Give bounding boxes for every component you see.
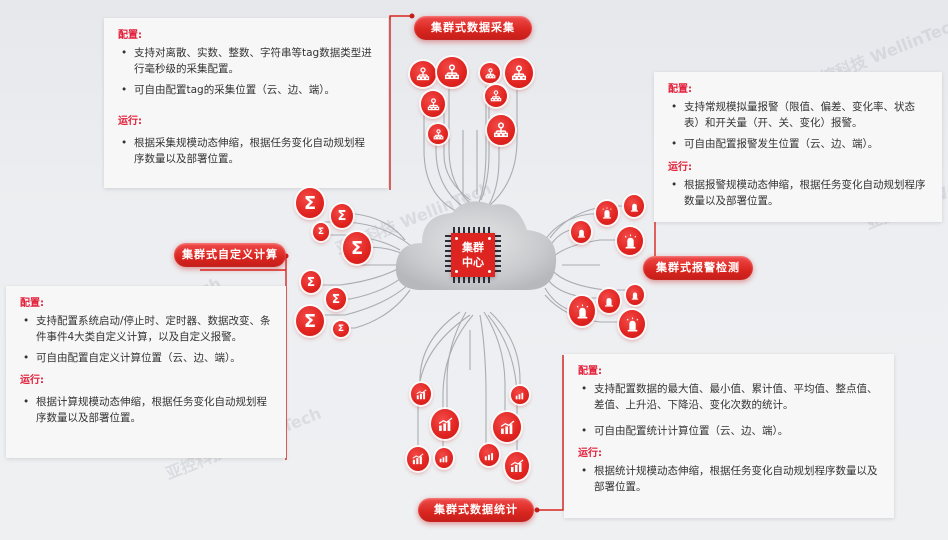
config-item: 可自由配置tag的采集位置（云、边、端）。 bbox=[118, 82, 374, 98]
hierarchy-icon[interactable] bbox=[421, 91, 445, 117]
bar-chart-trend-icon[interactable] bbox=[407, 447, 429, 471]
statistics-module-title[interactable]: 集群式数据统计 bbox=[418, 498, 534, 522]
config-item: 可自由配置报警发生位置（云、边、端）。 bbox=[668, 136, 928, 152]
sigma-icon[interactable]: Σ bbox=[313, 223, 329, 241]
chip-pins bbox=[445, 227, 501, 283]
alarm-siren-icon[interactable] bbox=[596, 201, 618, 225]
collection-module-title[interactable]: 集群式数据采集 bbox=[414, 16, 532, 40]
run-label: 运行: bbox=[668, 162, 692, 173]
config-item: 支持常规模拟量报警（限值、偏差、变化率、状态表）和开关量（开、关、变化）报警。 bbox=[668, 99, 928, 131]
config-label: 配置: bbox=[668, 84, 692, 95]
alarm-module-title[interactable]: 集群式报警检测 bbox=[643, 256, 753, 280]
center-label-line1: 集群 bbox=[462, 241, 484, 254]
config-item: 可自由配置自定义计算位置（云、边、端）。 bbox=[20, 350, 272, 366]
run-item: 根据报警规模动态伸缩，根据任务变化自动规划程序数量以及部署位置。 bbox=[668, 177, 928, 209]
hierarchy-icon[interactable] bbox=[487, 115, 515, 145]
bar-chart-trend-icon[interactable] bbox=[505, 452, 529, 480]
statistics-info-card: 配置: 支持配置数据的最大值、最小值、累计值、平均值、整点值、差值、上升沿、下降… bbox=[564, 354, 894, 518]
sigma-icon[interactable]: Σ bbox=[326, 288, 346, 310]
run-label: 运行: bbox=[578, 448, 602, 459]
sigma-icon[interactable]: Σ bbox=[296, 306, 324, 336]
config-list: 支持配置系统启动/停止时、定时器、数据改变、条件事件4大类自定义计算，以及自定义… bbox=[20, 313, 272, 366]
config-label: 配置: bbox=[578, 366, 602, 377]
run-item: 根据计算规模动态伸缩，根据任务变化自动规划程序数量以及部署位置。 bbox=[20, 394, 272, 426]
config-list: 支持配置数据的最大值、最小值、累计值、平均值、整点值、差值、上升沿、下降沿、变化… bbox=[578, 381, 880, 439]
alarm-siren-icon[interactable] bbox=[598, 289, 620, 313]
alarm-siren-icon[interactable] bbox=[569, 296, 595, 326]
sigma-icon[interactable]: Σ bbox=[333, 321, 349, 337]
config-label: 配置: bbox=[20, 298, 44, 309]
bar-chart-trend-icon[interactable] bbox=[435, 448, 453, 468]
collection-info-card: 配置: 支持对离散、实数、整数、字符串等tag数据类型进行毫秒级的采集配置。 可… bbox=[104, 18, 388, 188]
center-label-line2: 中心 bbox=[462, 256, 484, 269]
config-item: 支持配置系统启动/停止时、定时器、数据改变、条件事件4大类自定义计算，以及自定义… bbox=[20, 313, 272, 345]
config-list: 支持常规模拟量报警（限值、偏差、变化率、状态表）和开关量（开、关、变化）报警。 … bbox=[668, 99, 928, 152]
hierarchy-icon[interactable] bbox=[485, 85, 507, 107]
hierarchy-icon[interactable] bbox=[428, 124, 448, 144]
run-list: 根据计算规模动态伸缩，根据任务变化自动规划程序数量以及部署位置。 bbox=[20, 394, 272, 426]
run-item: 根据采集规模动态伸缩，根据任务变化自动规划程序数量以及部署位置。 bbox=[118, 135, 374, 167]
alarm-siren-icon[interactable] bbox=[626, 285, 644, 305]
hierarchy-icon[interactable] bbox=[505, 58, 533, 88]
config-label: 配置: bbox=[118, 30, 142, 41]
compute-module-title[interactable]: 集群式自定义计算 bbox=[174, 243, 286, 267]
bar-chart-trend-icon[interactable] bbox=[511, 386, 529, 404]
bar-chart-trend-icon[interactable] bbox=[479, 444, 499, 466]
alarm-siren-icon[interactable] bbox=[619, 310, 645, 338]
run-list: 根据统计规模动态伸缩，根据任务变化自动规划程序数量以及部署位置。 bbox=[578, 463, 880, 495]
config-item: 支持对离散、实数、整数、字符串等tag数据类型进行毫秒级的采集配置。 bbox=[118, 45, 374, 77]
sigma-icon[interactable]: Σ bbox=[296, 188, 324, 218]
alarm-siren-icon[interactable] bbox=[617, 227, 643, 255]
run-label: 运行: bbox=[20, 375, 44, 386]
bar-chart-trend-icon[interactable] bbox=[493, 412, 521, 442]
sigma-icon[interactable]: Σ bbox=[343, 232, 371, 264]
run-label: 运行: bbox=[118, 116, 142, 127]
sigma-icon[interactable]: Σ bbox=[331, 204, 353, 228]
alarm-siren-icon[interactable] bbox=[571, 221, 591, 243]
compute-info-card: 配置: 支持配置系统启动/停止时、定时器、数据改变、条件事件4大类自定义计算，以… bbox=[6, 286, 286, 458]
alarm-info-card: 配置: 支持常规模拟量报警（限值、偏差、变化率、状态表）和开关量（开、关、变化）… bbox=[654, 72, 942, 222]
hierarchy-icon[interactable] bbox=[437, 57, 467, 87]
hierarchy-icon[interactable] bbox=[480, 63, 500, 83]
sigma-icon[interactable]: Σ bbox=[301, 271, 321, 293]
config-item: 可自由配置统计计算位置（云、边、端）。 bbox=[578, 423, 880, 439]
hierarchy-icon[interactable] bbox=[410, 61, 436, 87]
cluster-center-chip: 集群 中心 bbox=[451, 233, 495, 277]
alarm-siren-icon[interactable] bbox=[624, 195, 644, 217]
run-list: 根据采集规模动态伸缩，根据任务变化自动规划程序数量以及部署位置。 bbox=[118, 135, 374, 167]
run-list: 根据报警规模动态伸缩，根据任务变化自动规划程序数量以及部署位置。 bbox=[668, 177, 928, 209]
bar-chart-trend-icon[interactable] bbox=[411, 383, 431, 405]
config-list: 支持对离散、实数、整数、字符串等tag数据类型进行毫秒级的采集配置。 可自由配置… bbox=[118, 45, 374, 98]
config-item: 支持配置数据的最大值、最小值、累计值、平均值、整点值、差值、上升沿、下降沿、变化… bbox=[578, 381, 880, 413]
bar-chart-trend-icon[interactable] bbox=[431, 409, 459, 439]
run-item: 根据统计规模动态伸缩，根据任务变化自动规划程序数量以及部署位置。 bbox=[578, 463, 880, 495]
